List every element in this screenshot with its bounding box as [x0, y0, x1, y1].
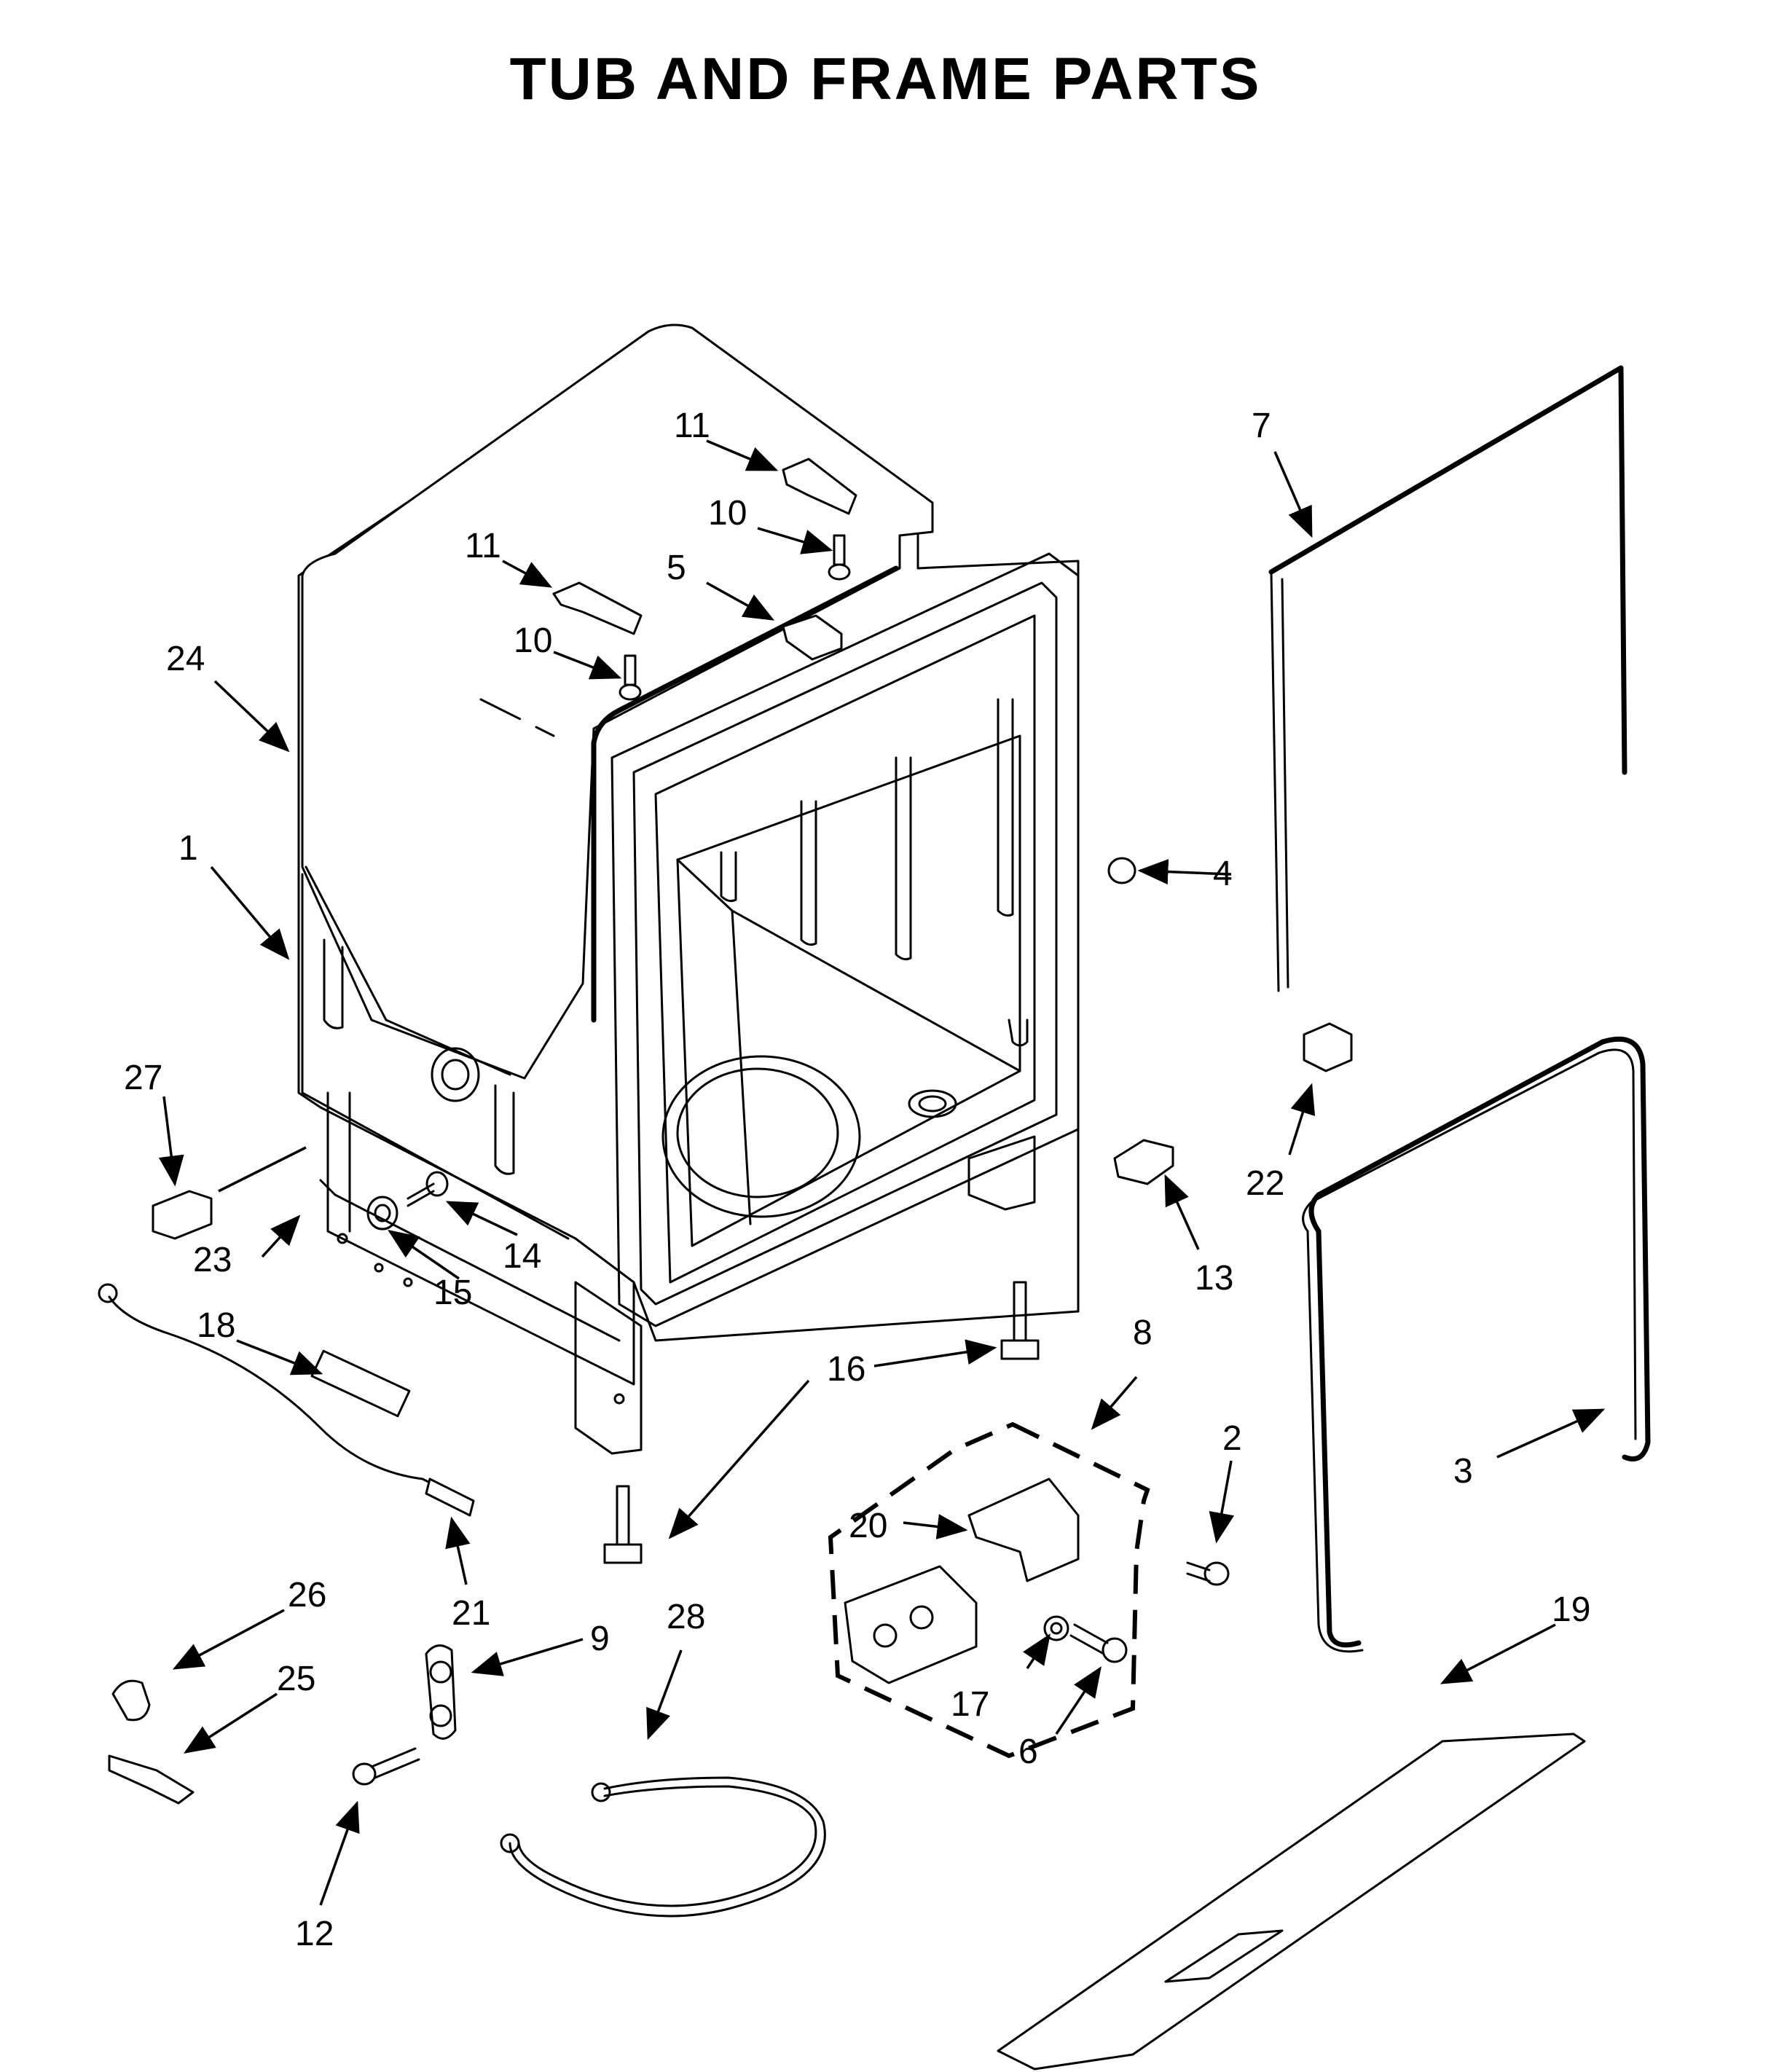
callout-2: 2: [1222, 1419, 1242, 1458]
washer-15: [366, 1196, 398, 1231]
callout-23: 23: [193, 1241, 232, 1279]
callout-13: 13: [1195, 1259, 1233, 1298]
callout-6: 6: [1018, 1732, 1038, 1771]
callout-10-upper: 10: [708, 494, 747, 533]
tub-assembly: [297, 323, 1080, 1455]
callout-10-lower: 10: [514, 621, 552, 660]
leveling-leg-left: [603, 1485, 643, 1564]
leveling-leg-right: [1000, 1281, 1040, 1360]
callout-24: 24: [166, 640, 205, 678]
junction-cover: [967, 1478, 1080, 1582]
tub-gasket-lower: [1308, 1036, 1651, 1461]
screw-lower: [619, 654, 642, 701]
screw-14: [407, 1171, 449, 1207]
junction-box: [844, 1565, 978, 1684]
callout-labels: 1 2 3 4 5 6 7 8 9 10 10 11 11 12 13 14 1…: [124, 407, 1590, 1953]
page-title: TUB AND FRAME PARTS: [509, 46, 1262, 112]
sensor-26: [111, 1679, 151, 1722]
door-seal-side: [1268, 365, 1627, 775]
callout-1: 1: [178, 829, 198, 868]
screw-2: [1186, 1561, 1230, 1586]
callout-8: 8: [1133, 1314, 1152, 1352]
hinge-bracket-upper: [782, 458, 857, 515]
callout-28: 28: [667, 1598, 705, 1636]
drain-hose: [508, 1776, 826, 1918]
kit-outline: [828, 1421, 1150, 1759]
screw-6: [1069, 1623, 1128, 1663]
callout-22: 22: [1246, 1164, 1284, 1203]
callout-9: 9: [590, 1620, 610, 1658]
screw-12: [352, 1747, 420, 1786]
callout-4: 4: [1213, 855, 1233, 893]
top-bracket: [782, 614, 843, 661]
callout-11-upper: 11: [674, 407, 710, 445]
bracket-clip: [1113, 1139, 1174, 1185]
callout-15: 15: [433, 1274, 472, 1312]
screw-upper: [828, 534, 851, 581]
callout-5: 5: [667, 549, 686, 587]
callout-18: 18: [197, 1306, 235, 1345]
callout-20: 20: [849, 1507, 887, 1545]
cable-end: [425, 1478, 475, 1517]
callout-11-lower: 11: [465, 527, 501, 565]
leader-lines: [158, 439, 1606, 1906]
callout-19: 19: [1552, 1590, 1590, 1629]
door-spring: [310, 1349, 411, 1418]
callout-21: 21: [452, 1594, 490, 1633]
callout-16: 16: [827, 1350, 865, 1389]
callout-14: 14: [503, 1237, 541, 1276]
insulation-blanket: [301, 323, 934, 1080]
callout-17: 17: [951, 1685, 989, 1724]
toe-panel: [997, 1732, 1586, 2071]
callout-12: 12: [295, 1915, 334, 1953]
vent-clip: [1303, 1022, 1353, 1072]
callout-27: 27: [124, 1059, 162, 1097]
leveler-block: [152, 1190, 213, 1240]
door-cam: [425, 1644, 457, 1740]
hinge-bracket-lower: [552, 581, 643, 635]
plug-button: [1107, 857, 1136, 884]
grommet-17: [1043, 1615, 1069, 1641]
door-cable: [108, 1295, 453, 1495]
callout-26: 26: [288, 1576, 326, 1614]
callout-7: 7: [1252, 407, 1271, 445]
callout-25: 25: [277, 1660, 315, 1698]
bracket-25: [108, 1754, 195, 1805]
callout-3: 3: [1453, 1452, 1473, 1491]
